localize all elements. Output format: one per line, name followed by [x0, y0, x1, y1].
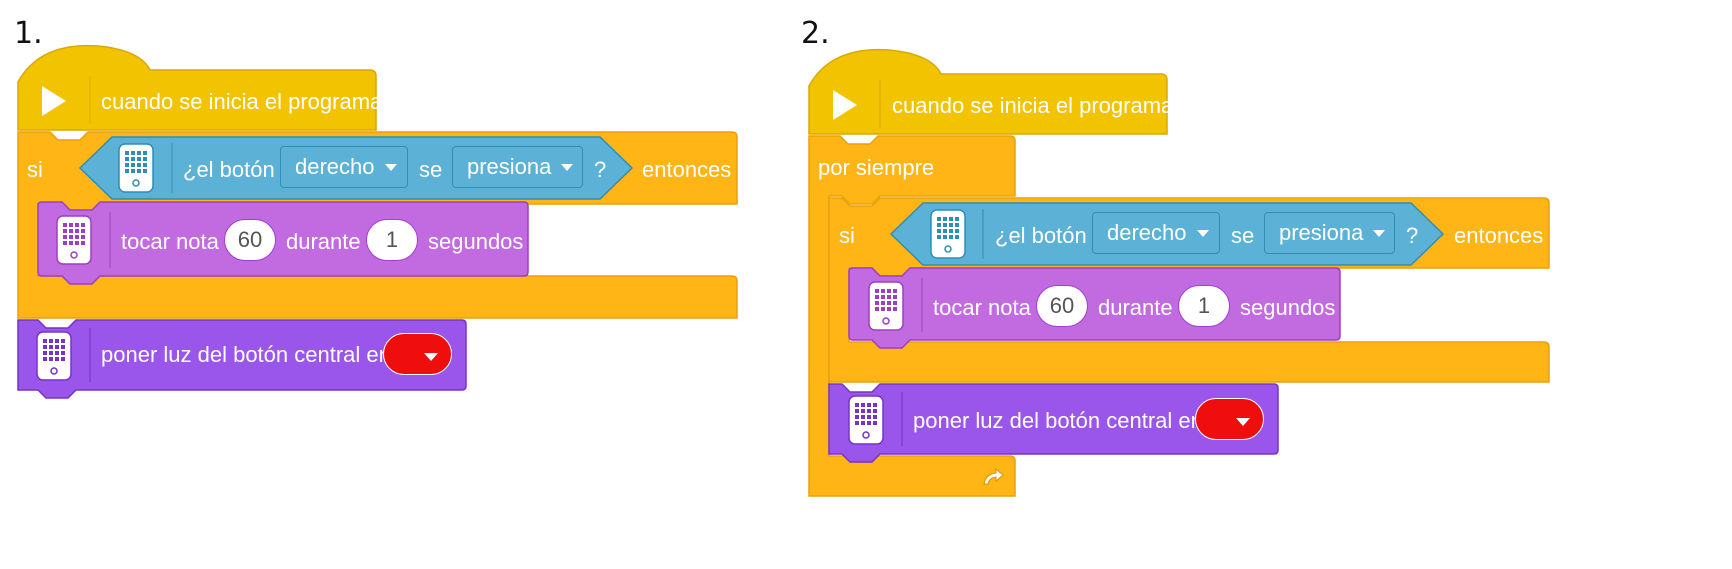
forever-label[interactable]: por siempre	[818, 155, 935, 180]
hub-icon	[868, 281, 904, 331]
hat-block-shape	[17, 44, 377, 131]
chevron-down-icon	[561, 163, 574, 171]
hub-icon	[118, 143, 154, 193]
seconds-input[interactable]: 1	[1178, 285, 1230, 327]
during-label: durante	[1098, 295, 1173, 320]
chevron-down-icon	[1196, 229, 1209, 237]
chevron-down-icon	[1236, 418, 1250, 426]
program-number: 1.	[14, 16, 43, 51]
state-dropdown[interactable]: presiona	[1264, 212, 1395, 254]
state-dropdown-value: presiona	[467, 154, 552, 179]
light-block-label[interactable]: poner luz del botón central en	[913, 408, 1203, 433]
button-dropdown-value: derecho	[295, 154, 375, 179]
hat-block-label[interactable]: cuando se inicia el programa	[101, 89, 383, 114]
if-label: si	[839, 223, 855, 248]
then-label: entonces	[1454, 223, 1544, 248]
hub-icon	[56, 215, 92, 265]
chevron-down-icon	[1373, 229, 1386, 237]
sound-block-label[interactable]: tocar nota	[933, 295, 1031, 320]
chevron-down-icon	[384, 163, 397, 171]
button-dropdown[interactable]: derecho	[280, 146, 408, 188]
sound-block-label[interactable]: tocar nota	[121, 229, 219, 254]
program-number: 2.	[801, 16, 830, 51]
condition-suffix: ?	[594, 157, 607, 182]
hat-block-shape	[808, 48, 1168, 135]
color-picker[interactable]	[1195, 398, 1264, 440]
light-block-label[interactable]: poner luz del botón central en	[101, 342, 391, 367]
program-2-shapes	[808, 48, 1550, 497]
button-dropdown-value: derecho	[1107, 220, 1187, 245]
note-input[interactable]: 60	[224, 219, 276, 261]
hub-icon	[930, 209, 966, 259]
condition-prefix: ¿el botón	[995, 223, 1087, 248]
then-label: entonces	[642, 157, 732, 182]
seconds-label: segundos	[1240, 295, 1336, 320]
button-dropdown[interactable]: derecho	[1092, 212, 1220, 254]
play-icon	[833, 90, 857, 120]
light-block-shape	[828, 383, 1279, 463]
condition-middle: se	[1231, 223, 1255, 248]
hub-icon	[848, 395, 884, 445]
play-icon	[42, 86, 66, 116]
during-label: durante	[286, 229, 361, 254]
seconds-input[interactable]: 1	[366, 219, 418, 261]
light-block-shape	[17, 319, 467, 399]
color-picker[interactable]	[383, 333, 452, 375]
state-dropdown-value: presiona	[1279, 220, 1364, 245]
condition-middle: se	[419, 157, 443, 182]
chevron-down-icon	[424, 353, 438, 361]
seconds-label: segundos	[428, 229, 524, 254]
hat-block-label[interactable]: cuando se inicia el programa	[892, 93, 1174, 118]
condition-prefix: ¿el botón	[183, 157, 275, 182]
forever-block-shape	[808, 135, 1016, 497]
if-label: si	[27, 157, 43, 182]
condition-suffix: ?	[1406, 223, 1419, 248]
loop-arrow-icon	[983, 467, 1004, 485]
hub-icon	[36, 331, 72, 381]
state-dropdown[interactable]: presiona	[452, 146, 583, 188]
note-input[interactable]: 60	[1036, 285, 1088, 327]
